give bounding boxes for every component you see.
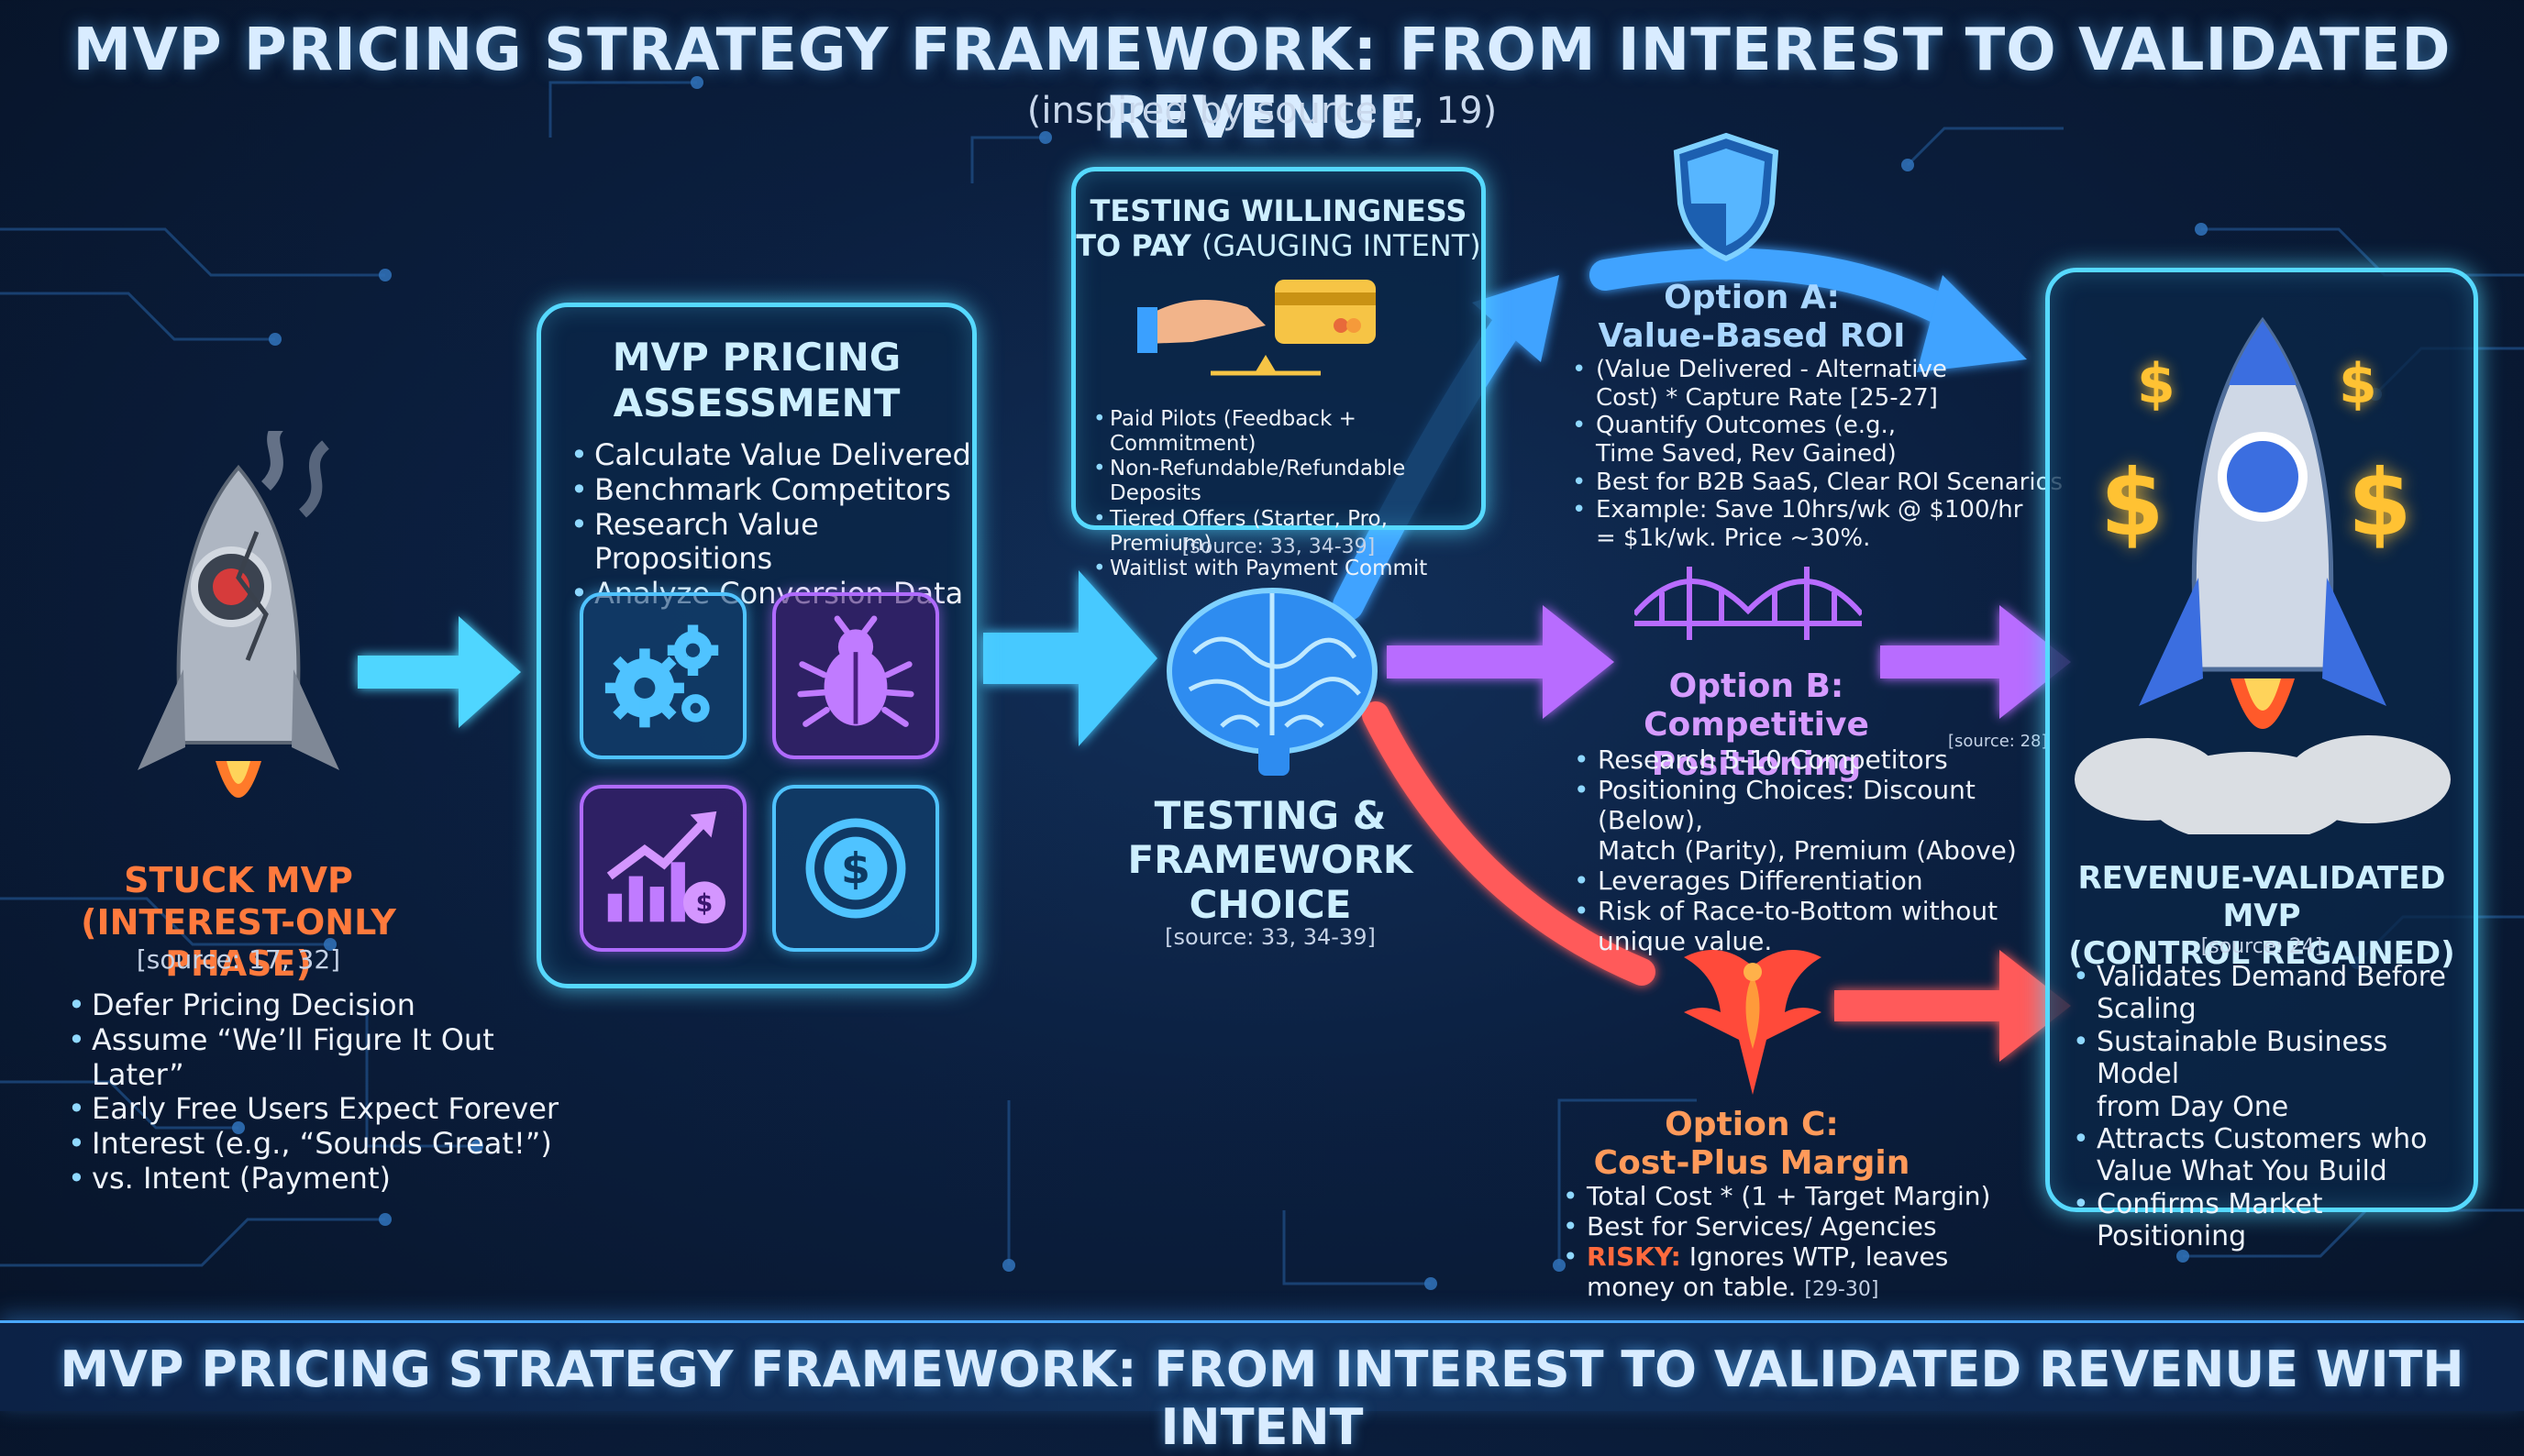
stuck-mvp-title: STUCK MVP (INTEREST-ONLY PHASE) (81, 860, 396, 985)
bridge-icon (1634, 559, 1862, 644)
bug-icon (772, 592, 939, 759)
list-item: Leverages Differentiation (1570, 866, 2065, 896)
option-a-title: Option A: Value-Based ROI (1598, 279, 1906, 356)
list-item: Calculate Value Delivered (567, 437, 972, 473)
footer-band (0, 1320, 2524, 1411)
list-item: Positioning Choices: Discount (Below),Ma… (1570, 775, 2065, 866)
list-item: Defer Pricing Decision (64, 987, 559, 1023)
wtp-source: [source: 33, 34-39] (1181, 535, 1376, 558)
wtp-title: TESTING WILLINGNESS TO PAY (GAUGING INTE… (1076, 193, 1481, 264)
list-item: Interest (e.g., “Sounds Great!”) (64, 1126, 559, 1162)
list-item: Non-Refundable/Refundable Deposits (1090, 457, 1484, 506)
hand-card-payment-icon (1137, 270, 1394, 399)
arrow-to-option-b (1387, 605, 1614, 719)
stuck-mvp-source: [source: 17, 32] (136, 944, 341, 975)
option-b-bullets: Research 5-10 Competitors Positioning Ch… (1570, 745, 2065, 956)
page-subtitle: (inspired by source 1, 19) (1026, 90, 1498, 132)
risky-label: RISKY: (1587, 1241, 1681, 1273)
list-item: Example: Save 10hrs/wk @ $100/hr= $1k/wk… (1568, 496, 2064, 552)
list-item: Waitlist with Payment Commit (1090, 557, 1484, 581)
list-item: Best for B2B SaaS, Clear ROI Scenarios (1568, 469, 2064, 497)
testing-framework-choice: TESTING & FRAMEWORK CHOICE (1127, 793, 1413, 927)
arrow-option-b-to-success (1880, 605, 2071, 719)
assessment-bullets: Calculate Value Delivered Benchmark Comp… (567, 437, 972, 612)
list-item: Confirms Market Positioning (2069, 1188, 2473, 1253)
arrow-assessment-to-brain (983, 570, 1157, 746)
list-item: Assume “We’ll Figure It Out Later” (64, 1022, 559, 1093)
wtp-bullets: Paid Pilots (Feedback + Commitment) Non-… (1090, 407, 1484, 581)
arrow-option-c-to-success (1834, 950, 2071, 1062)
phoenix-icon (1666, 930, 1840, 1104)
svg-text:$: $ (841, 844, 870, 893)
dollar-sign-icon: $ (2100, 449, 2164, 557)
list-item: Research Value Propositions (567, 507, 972, 578)
assessment-title: MVP PRICING ASSESSMENT (612, 335, 902, 425)
list-item: Research 5-10 Competitors (1570, 745, 2065, 775)
option-c-title: Option C: Cost-Plus Margin (1593, 1106, 1910, 1183)
shield-icon (1669, 130, 1783, 264)
option-c-bullets: Total Cost * (1 + Target Margin) Best fo… (1559, 1181, 2054, 1302)
revenue-validated-source: [source: 24] (2200, 935, 2323, 958)
gears-icon (580, 592, 747, 759)
arrow-option-a-to-success (1589, 248, 2027, 372)
svg-text:$: $ (696, 889, 714, 918)
choice-source: [source: 33, 34-39] (1165, 924, 1376, 950)
dollar-sign-icon: $ (2137, 352, 2175, 416)
list-item: Quantify Outcomes (e.g.,Time Saved, Rev … (1568, 412, 2064, 468)
list-item: Total Cost * (1 + Target Margin) (1559, 1181, 2054, 1211)
growth-chart-icon: $ (580, 785, 747, 952)
stuck-mvp-bullets: Defer Pricing Decision Assume “We’ll Fig… (64, 987, 559, 1197)
dollar-sign-icon: $ (2348, 449, 2412, 557)
list-item: Tiered Offers (Starter, Pro, Premium) (1090, 507, 1484, 557)
dollar-sign-icon: $ (2339, 352, 2377, 416)
page-title: MVP PRICING STRATEGY FRAMEWORK: FROM INT… (72, 17, 2452, 152)
stuck-rocket-icon (128, 431, 349, 862)
list-item: Paid Pilots (Feedback + Commitment) (1090, 407, 1484, 457)
list-item: Early Free Users Expect Forever (64, 1091, 559, 1127)
list-item: vs. Intent (Payment) (64, 1161, 559, 1197)
dollar-coin-icon: $ (772, 785, 939, 952)
launching-rocket-icon (2075, 303, 2451, 834)
brain-icon (1157, 579, 1387, 781)
footer-title: MVP PRICING STRATEGY FRAMEWORK: FROM INT… (60, 1340, 2464, 1456)
list-item: Best for Services/ Agencies (1559, 1211, 2054, 1241)
list-item: Benchmark Competitors (567, 472, 972, 508)
arrow-stuck-to-assessment (358, 616, 521, 728)
